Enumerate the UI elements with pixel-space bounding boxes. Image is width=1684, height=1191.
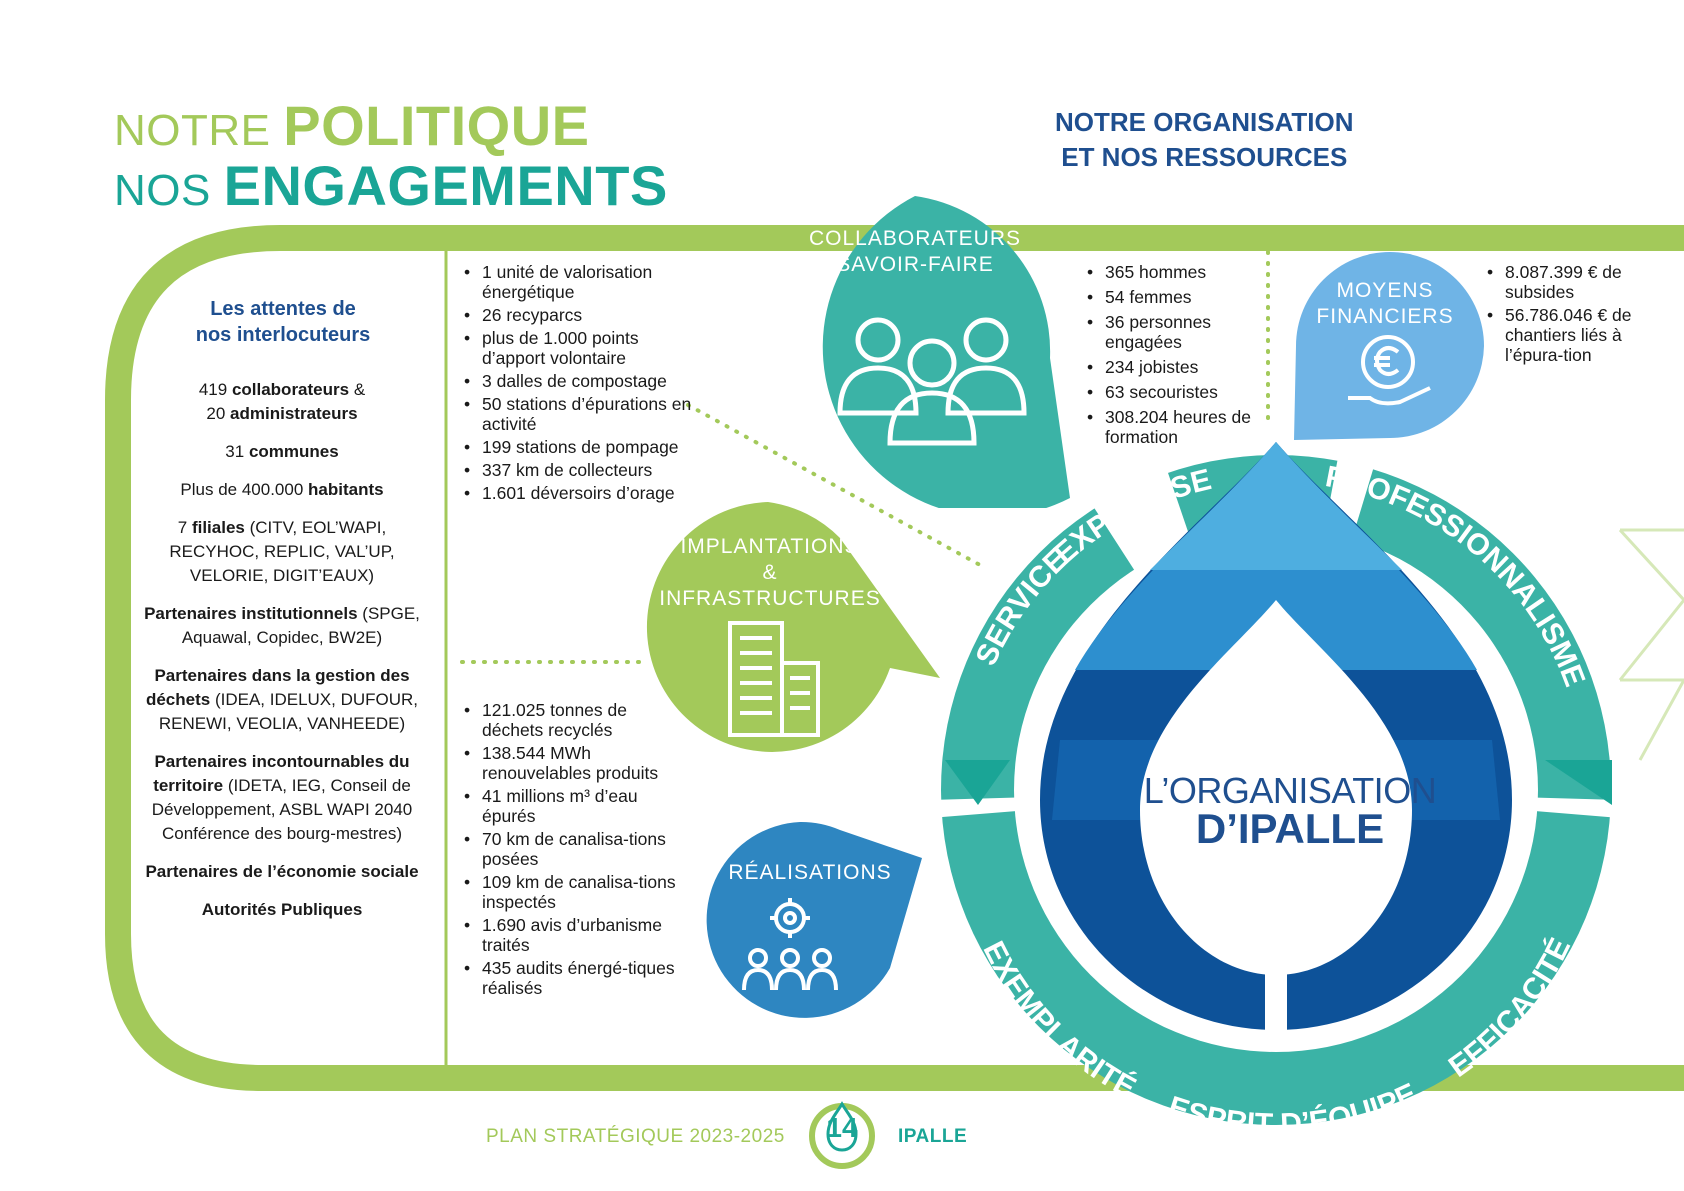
collaborateurs-label: COLLABORATEURS SAVOIR-FAIRE <box>809 227 1021 276</box>
list-item: 50 stations d’épurations en activité <box>462 394 692 434</box>
value-professionnalisme: PROFESSIONNALISME <box>1323 460 1591 691</box>
building-icon <box>728 621 820 737</box>
realisations-drop <box>706 821 922 1018</box>
stakeholder-item: Partenaires incontournables du territoir… <box>151 752 413 843</box>
svg-text:ESPRIT D’ÉQUIPE: ESPRIT D’ÉQUIPE <box>1164 1077 1422 1141</box>
svg-text:EFFICACITÉ: EFFICACITÉ <box>1443 933 1577 1084</box>
value-exemplarite: EXEMPLARITÉ <box>976 936 1141 1105</box>
list-item: 3 dalles de compostage <box>462 371 692 391</box>
realisations-list: 121.025 tonnes de déchets recyclés 138.5… <box>462 700 692 1001</box>
list-item: 70 km de canalisa-tions posées <box>462 829 692 869</box>
value-expertise: EXPERTISE <box>1048 463 1215 570</box>
stakeholder-item: Plus de 400.000 habitants <box>180 480 384 499</box>
stakeholder-item: Partenaires dans la gestion des déchets … <box>145 666 419 733</box>
list-item: 121.025 tonnes de déchets recyclés <box>462 700 692 740</box>
list-item: 234 jobistes <box>1085 357 1265 377</box>
implantations-label: IMPLANTATIONS & INFRASTRUCTURES <box>659 535 881 610</box>
list-item: 337 km de collecteurs <box>462 460 692 480</box>
list-item: 36 personnes engagées <box>1085 312 1265 352</box>
center-title-line2: D’IPALLE <box>1195 805 1385 852</box>
list-item: 435 audits énergé-tiques réalisés <box>462 958 692 998</box>
realisations-label: RÉALISATIONS <box>728 861 892 884</box>
stakeholder-item: 31 communes <box>225 442 339 461</box>
implantations-drop <box>646 502 940 752</box>
gear-team-icon <box>742 898 838 991</box>
list-item: 1.690 avis d’urbanisme traités <box>462 915 692 955</box>
list-item: 26 recyparcs <box>462 305 692 325</box>
stakeholders-title: Les attentes de nos interlocuteurs <box>195 298 371 346</box>
footer-plan-label: PLAN STRATÉGIQUE 2023-2025 <box>486 1126 785 1147</box>
list-item: 63 secouristes <box>1085 382 1265 402</box>
list-item: 41 millions m³ d’eau épurés <box>462 786 692 826</box>
title-politique: NOTRE POLITIQUE <box>114 94 590 157</box>
svg-text:EXEMPLARITÉ: EXEMPLARITÉ <box>976 936 1141 1105</box>
list-item: 199 stations de pompage <box>462 437 692 457</box>
list-item: 365 hommes <box>1085 262 1265 282</box>
euro-icon <box>1348 335 1431 406</box>
list-item: 56.786.046 € de chantiers liés à l’épura… <box>1485 305 1665 365</box>
list-item: 1 unité de valorisation énergétique <box>462 262 692 302</box>
title-engagements: NOS ENGAGEMENTS <box>114 154 668 217</box>
svg-text:PROFESSIONNALISME: PROFESSIONNALISME <box>1323 460 1591 691</box>
value-efficacite: EFFICACITÉ <box>1443 933 1577 1084</box>
collaborateurs-list: 365 hommes 54 femmes 36 personnes engagé… <box>1085 262 1265 452</box>
page-badge-icon <box>809 1101 875 1169</box>
stakeholder-item: 419 collaborateurs & 20 administrateurs <box>198 380 366 423</box>
footer-brand: IPALLE <box>898 1126 968 1147</box>
list-item: 54 femmes <box>1085 287 1265 307</box>
collaborateurs-drop <box>822 196 1070 508</box>
value-service: SERVICE <box>970 543 1074 671</box>
infrastructures-list: 1 unité de valorisation énergétique 26 r… <box>462 262 692 506</box>
list-item: 308.204 heures de formation <box>1085 407 1265 447</box>
stakeholders-list: 419 collaborateurs & 20 administrateurs … <box>132 378 432 936</box>
list-item: 109 km de canalisa-tions inspectés <box>462 872 692 912</box>
list-item: 1.601 déversoirs d’orage <box>462 483 692 503</box>
stakeholder-item: 7 filiales (CITV, EOL’WAPI, RECYHOC, REP… <box>169 518 395 585</box>
list-item: plus de 1.000 points d’apport volontaire <box>462 328 692 368</box>
stakeholder-item: Autorités Publiques <box>201 900 363 919</box>
svg-text:EXPERTISE: EXPERTISE <box>1048 463 1215 570</box>
list-item: 138.544 MWh renouvelables produits <box>462 743 692 783</box>
people-icon <box>837 317 1027 446</box>
org-resources-title: NOTRE ORGANISATION ET NOS RESSOURCES <box>1055 107 1354 172</box>
stakeholder-item: Partenaires de l’économie sociale <box>145 862 419 881</box>
moyens-drop <box>1294 252 1484 440</box>
moyens-list: 8.087.399 € de subsides 56.786.046 € de … <box>1485 262 1665 368</box>
svg-text:SERVICE: SERVICE <box>970 543 1074 671</box>
center-title-line1: L’ORGANISATION <box>1143 770 1437 811</box>
page-number: 14 <box>826 1112 858 1143</box>
value-esprit-equipe: ESPRIT D’ÉQUIPE <box>1164 1077 1422 1141</box>
stakeholder-item: Partenaires institutionnels (SPGE, Aquaw… <box>144 604 420 647</box>
moyens-label: MOYENS FINANCIERS <box>1316 279 1454 328</box>
list-item: 8.087.399 € de subsides <box>1485 262 1665 302</box>
